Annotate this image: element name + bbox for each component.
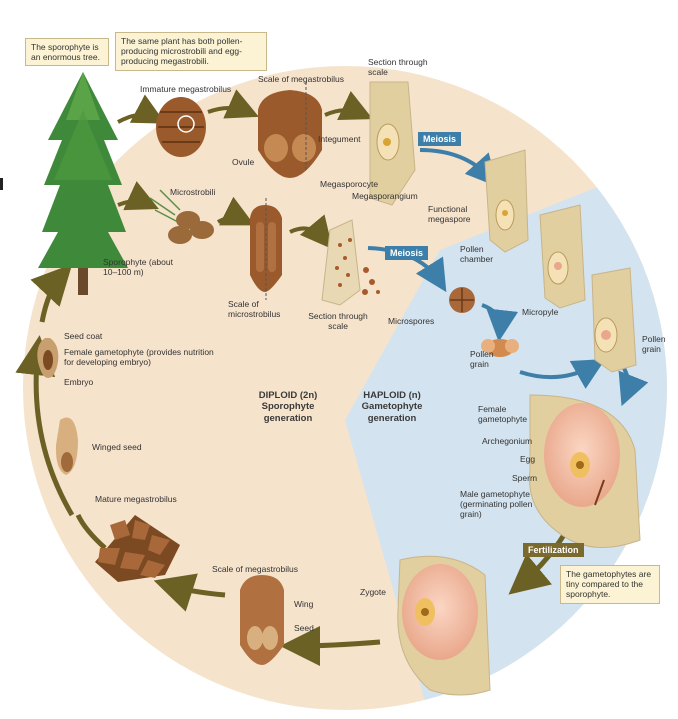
label-integument: Integument (318, 134, 361, 144)
label-zygote: Zygote (360, 587, 386, 597)
arrow-immature-to-scale (207, 89, 259, 119)
label-scale-megastrobilus-top: Scale of megastrobilus (258, 74, 344, 84)
megastrobilus-scale-bottom (240, 575, 284, 665)
label-seed: Seed (294, 623, 314, 633)
megaspore-scale (484, 149, 529, 253)
label-scale-microstrobilus: Scale of microstrobilus (228, 299, 281, 319)
label-embryo: Embryo (64, 377, 94, 387)
label-winged-seed: Winged seed (92, 442, 142, 452)
label-microstrobili: Microstrobili (170, 187, 216, 197)
cycle-arrow-to-winged (75, 513, 107, 550)
pollen-grain-scale (591, 267, 637, 373)
label-pollen-chamber: Pollen chamber (460, 244, 494, 264)
immature-megastrobilus (156, 97, 206, 157)
diploid-generation-label: DIPLOID (2n) Sporophyte generation (254, 390, 322, 424)
label-pollen-grain-2: Pollen grain (642, 334, 666, 354)
microstrobilus-section (321, 219, 380, 306)
cycle-arrow-to-mature (153, 573, 226, 612)
label-sporophyte: Sporophyte (about 10–100 m) (103, 257, 173, 277)
label-ovule: Ovule (232, 157, 255, 167)
label-seed-coat: Seed coat (64, 331, 103, 341)
arrow-scale-to-section-mid (289, 214, 333, 250)
mature-megastrobilus (95, 515, 180, 582)
label-wing: Wing (294, 599, 314, 609)
label-immature-megastrobilus: Immature megastrobilus (140, 84, 232, 94)
label-mature-megastrobilus: Mature megastrobilus (95, 494, 177, 504)
arrow-micro-to-scale (217, 196, 255, 226)
pollen-chamber-scale (539, 204, 586, 309)
label-scale-megastrobilus-bottom: Scale of megastrobilus (212, 564, 298, 574)
haploid-subtitle: Gametophyte generation (361, 401, 423, 424)
haploid-title: HAPLOID (n) (363, 390, 421, 401)
callout-both-strobili: The same plant has both pollen-producing… (115, 32, 267, 71)
arrow-meiosis-1 (419, 148, 498, 187)
pollen-grain-image (481, 339, 519, 357)
label-sperm: Sperm (512, 473, 538, 483)
arrow-tree-to-microstrobili (117, 181, 159, 211)
sporophyte-tree (38, 72, 128, 295)
megastrobilus-section-top (369, 81, 416, 206)
diploid-subtitle: Sporophyte generation (261, 401, 315, 424)
haploid-generation-label: HAPLOID (n) Gametophyte generation (356, 390, 428, 424)
arrow-microspores-to-pollen (481, 303, 519, 342)
label-egg: Egg (520, 454, 536, 464)
label-functional-megaspore: Functional megaspore (428, 204, 471, 224)
fertilization-tag: Fertilization (523, 543, 584, 557)
archegonium-ovule (529, 394, 641, 548)
callout-sporophyte: The sporophyte is an enormous tree. (25, 38, 109, 67)
seed-image (37, 338, 59, 378)
zygote-ovule (397, 555, 491, 696)
diploid-title: DIPLOID (2n) (258, 390, 318, 401)
label-female-gametophyte: Female gametophyte (478, 404, 528, 424)
meiosis-tag-1: Meiosis (418, 132, 462, 146)
label-male-gametophyte: Male gametophyte (germinating pollen gra… (460, 489, 533, 519)
arrow-tree-to-immature (117, 94, 166, 124)
arrow-scale-to-section (324, 91, 373, 120)
label-archegonium: Archegonium (482, 436, 533, 446)
label-female-gametophyte-seed: Female gametophyte (provides nutrition f… (64, 347, 214, 367)
label-micropyle: Micropyle (522, 307, 559, 317)
winged-seed-image (55, 417, 78, 475)
label-microspores: Microspores (388, 316, 435, 326)
cycle-arrow-to-tree (30, 264, 73, 323)
label-section-scale-top: Section through scale (368, 57, 428, 77)
cycle-arrow-left-up (15, 335, 75, 517)
callout-gametophytes: The gametophytes are tiny compared to th… (560, 565, 660, 604)
microstrobili (149, 189, 214, 244)
label-megasporocyte: Megasporocyte (320, 179, 379, 189)
microstrobilus-scale (250, 198, 282, 300)
label-pollen-grain-1: Pollen grain (470, 349, 494, 369)
megastrobilus-scale-top (258, 82, 322, 178)
label-megasporangium: Megasporangium (352, 191, 418, 201)
cycle-arrow-to-scale (280, 625, 381, 666)
microspores-image (449, 287, 475, 313)
meiosis-tag-2: Meiosis (385, 246, 429, 260)
arrow-pollen-to-scale (519, 359, 606, 389)
edge-marker (0, 178, 3, 190)
label-section-scale-mid: Section through scale (308, 311, 368, 331)
